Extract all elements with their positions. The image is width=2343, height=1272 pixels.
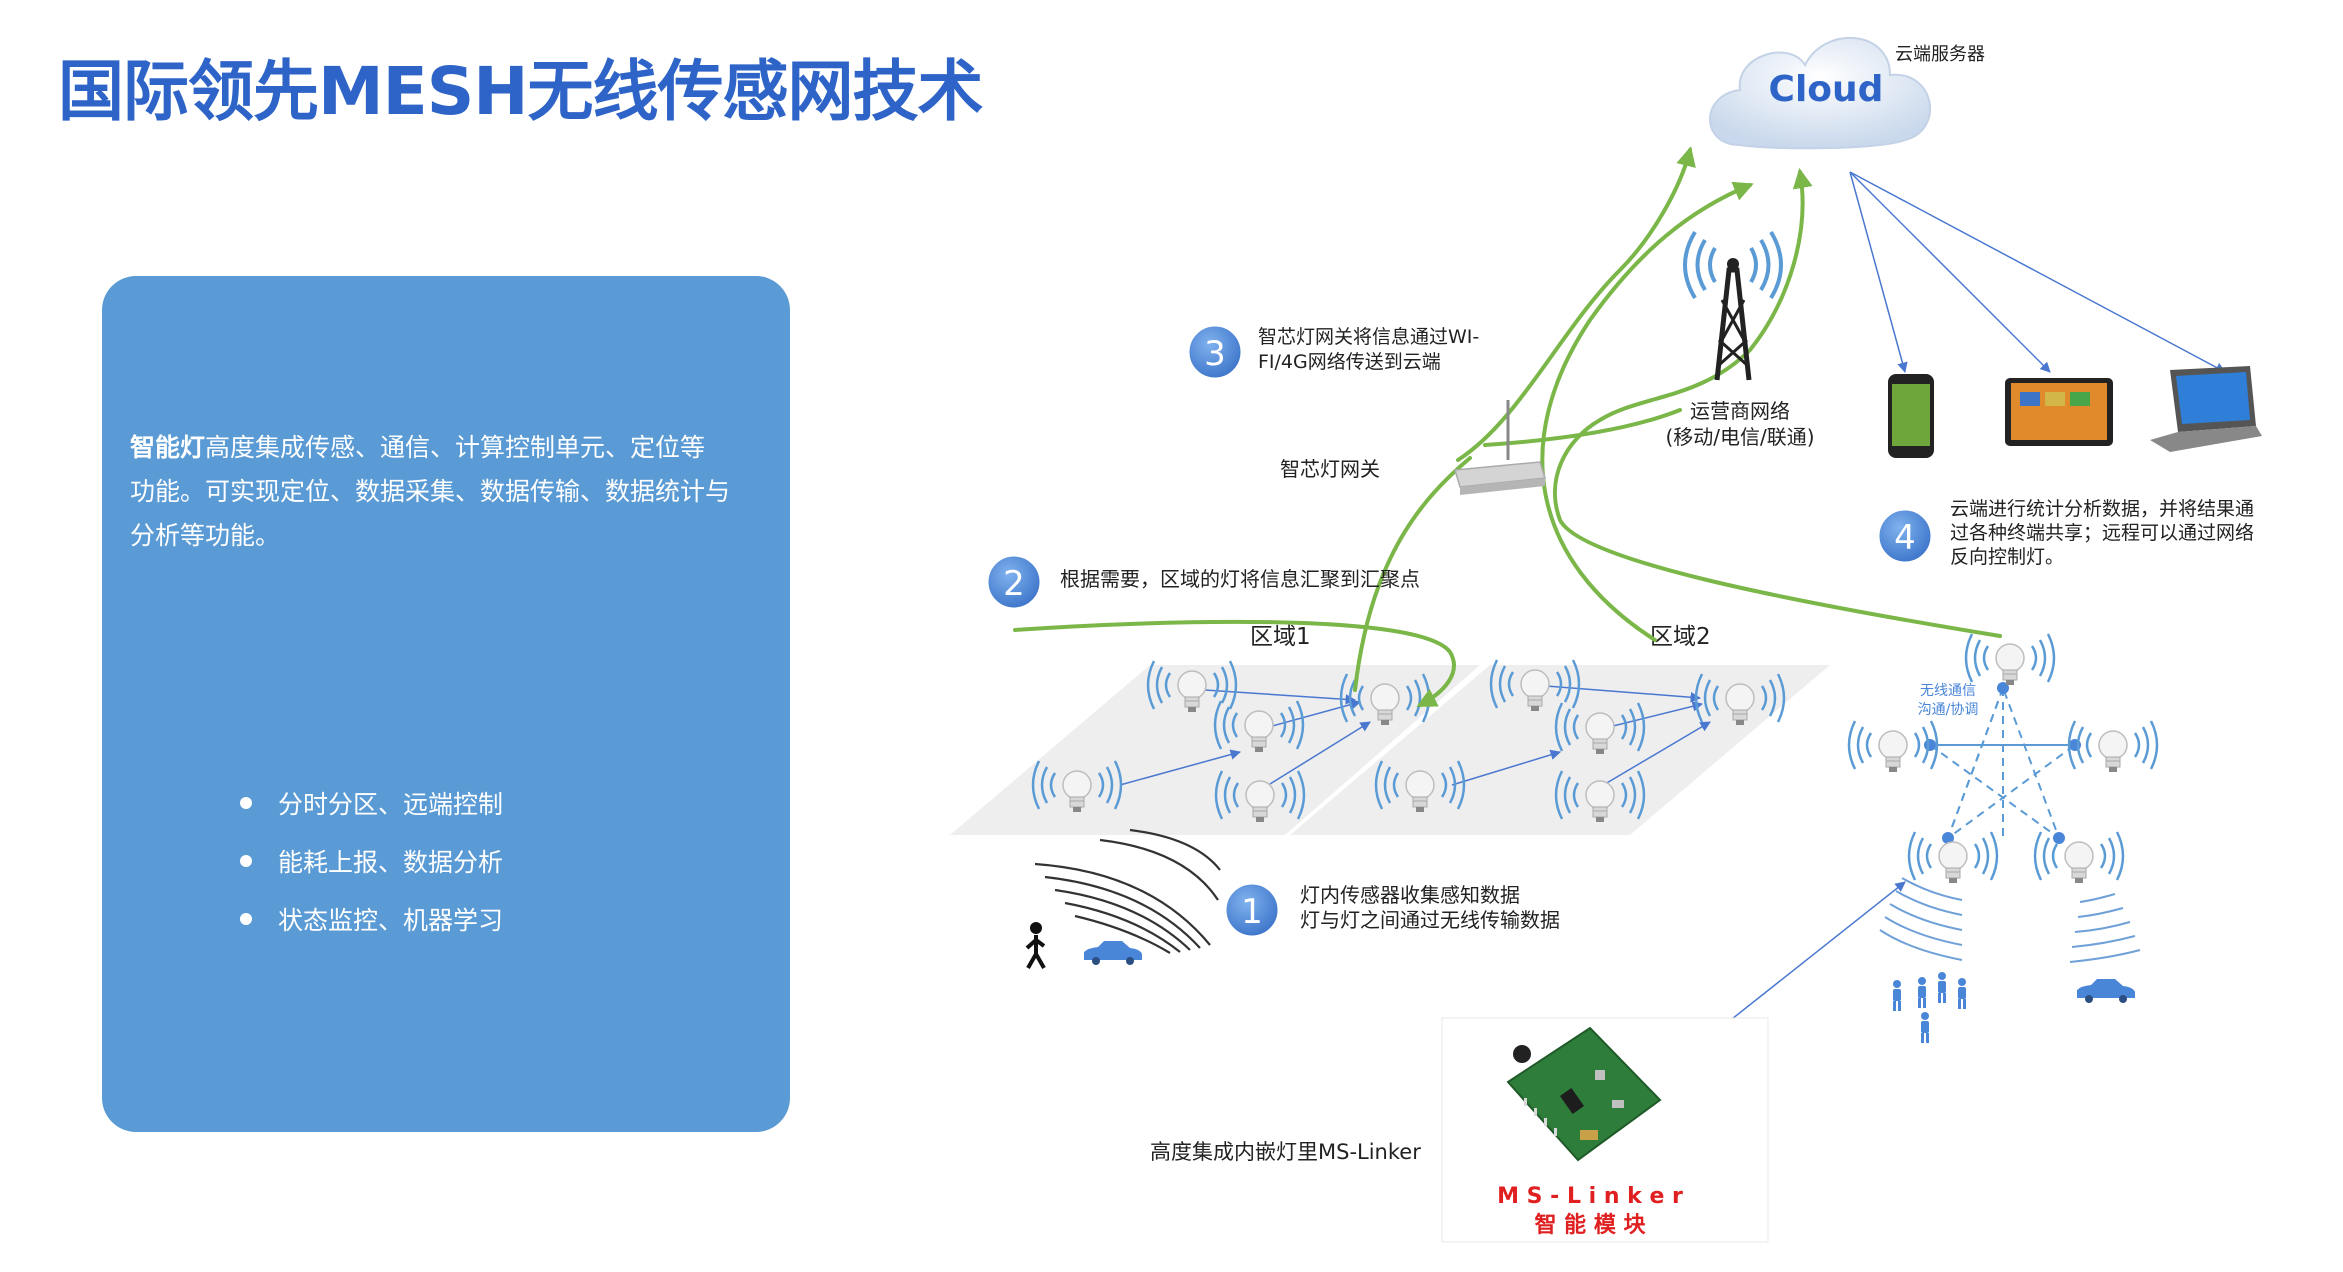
person-icon — [1918, 977, 1926, 1008]
cloud-device-arrows — [1849, 171, 2226, 374]
step-4-text-2: 过各种终端共享；远程可以通过网络 — [1950, 522, 2254, 544]
cloud-label: Cloud — [1769, 69, 1884, 110]
intro-text: 高度集成传感、通信、计算控制单元、定位等功能。可实现定位、数据采集、数据传输、数… — [130, 433, 731, 550]
bulb-icon — [2033, 830, 2125, 885]
phone-icon — [1888, 374, 1934, 458]
chip-icon: M S - L i n k e r 智 能 模 块 — [1441, 1017, 1769, 1243]
bullet-icon — [240, 797, 252, 809]
module-name: M S - L i n k e r — [1497, 1184, 1683, 1209]
bullet-icon — [240, 855, 252, 867]
feature-item: 能耗上报、数据分析 — [240, 832, 503, 890]
module-caption: 高度集成内嵌灯里MS-Linker — [1150, 1140, 1421, 1164]
feature-item: 分时分区、远端控制 — [240, 774, 503, 832]
cloud-icon: Cloud — [1709, 36, 1931, 150]
svg-text:3: 3 — [1204, 334, 1226, 374]
step-1-text-2: 灯与灯之间通过无线传输数据 — [1300, 908, 1560, 932]
feature-item: 状态监控、机器学习 — [240, 890, 503, 948]
gateway-caption: 智芯灯网关 — [1280, 457, 1380, 481]
car-icon — [2077, 979, 2135, 1003]
page-title: 国际领先MESH无线传感网技术 — [58, 53, 984, 130]
step-badge-3: 3 — [1186, 323, 1244, 381]
bulb-icon — [1964, 632, 2056, 687]
step-3-text-2: FI/4G网络传送到云端 — [1258, 351, 1441, 373]
person-icon — [1921, 1012, 1929, 1043]
svg-text:1: 1 — [1241, 892, 1263, 932]
person-icon — [1938, 972, 1946, 1003]
zone-arrows — [1119, 685, 1711, 786]
car-icon — [1084, 941, 1142, 965]
module-subtitle: 智 能 模 块 — [1535, 1212, 1647, 1238]
tablet-icon — [2005, 378, 2113, 446]
intro-keyword: 智能灯 — [130, 433, 206, 462]
bulb-icon — [2067, 719, 2159, 774]
tower-caption: 运营商网络 — [1690, 399, 1790, 423]
bullet-icon — [240, 913, 252, 925]
step-3-text: 智芯灯网关将信息通过WI- — [1258, 326, 1479, 348]
person-icon — [1958, 978, 1966, 1009]
svg-text:4: 4 — [1894, 518, 1916, 558]
sensor-waves — [1034, 828, 1221, 954]
sensing-fan — [1879, 877, 2141, 963]
tower-caption-sub: (移动/电信/联通) — [1665, 425, 1814, 449]
tower-icon — [1683, 230, 1783, 381]
mesh-label: 无线通信 — [1920, 683, 1976, 699]
mesh-links — [1926, 685, 2079, 841]
mesh-label-sub: 沟通/协调 — [1918, 702, 1979, 718]
mesh-nodes — [1924, 682, 2081, 844]
cloud-caption: 云端服务器 — [1895, 44, 1985, 65]
info-panel: 智能灯高度集成传感、通信、计算控制单元、定位等功能。可实现定位、数据采集、数据传… — [102, 276, 790, 1132]
step-4-text: 云端进行统计分析数据，并将结果通 — [1950, 498, 2254, 520]
pedestrian-icon — [1025, 922, 1046, 969]
green-flows — [1013, 146, 2002, 707]
feature-list: 分时分区、远端控制 能耗上报、数据分析 状态监控、机器学习 — [240, 774, 503, 948]
laptop-icon — [2150, 366, 2262, 452]
panel-intro: 智能灯高度集成传感、通信、计算控制单元、定位等功能。可实现定位、数据采集、数据传… — [130, 426, 730, 558]
zone2-label: 区域2 — [1650, 624, 1711, 650]
step-2-text: 根据需要，区域的灯将信息汇聚到汇聚点 — [1060, 567, 1420, 591]
step-4-text-3: 反向控制灯。 — [1950, 546, 2064, 568]
person-icon — [1893, 980, 1901, 1011]
router-icon — [1454, 400, 1546, 495]
zone1-label: 区域1 — [1250, 624, 1311, 650]
step-badge-2: 2 — [985, 553, 1043, 611]
step-badge-4: 4 — [1876, 507, 1934, 565]
svg-text:2: 2 — [1003, 564, 1025, 604]
step-badge-1: 1 — [1223, 881, 1281, 939]
step-1-text: 灯内传感器收集感知数据 — [1300, 883, 1520, 907]
bulb-icon — [1847, 719, 1939, 774]
